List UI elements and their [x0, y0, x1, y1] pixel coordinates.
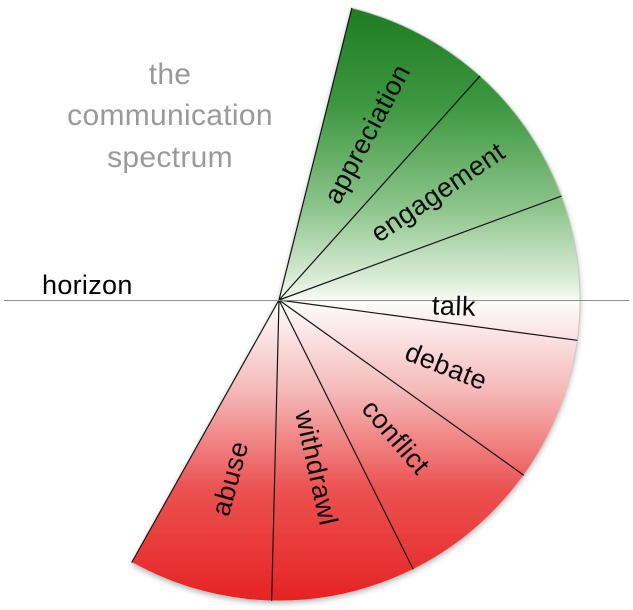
diagram-title: the communication spectrum	[38, 54, 302, 178]
wedge-divider-line	[278, 7, 353, 301]
title-line-3: spectrum	[107, 140, 233, 174]
wedge-divider-line	[278, 75, 481, 301]
spectrum-fan	[131, 7, 581, 602]
fan-layer	[131, 7, 581, 602]
fan-outer-arc	[131, 7, 581, 602]
title-line-1: the	[148, 58, 192, 91]
segment-label-talk: talk	[431, 290, 476, 322]
wedge-divider-line	[278, 195, 562, 301]
wedge-divider-line	[278, 299, 414, 570]
wedge-divider-line	[271, 299, 280, 601]
wedge-divider-line	[131, 299, 280, 563]
wedge-divider-line	[278, 299, 578, 341]
title-line-2: communication	[67, 99, 273, 133]
horizon-label: horizon	[42, 270, 133, 300]
wedge-divider-line	[278, 299, 525, 476]
